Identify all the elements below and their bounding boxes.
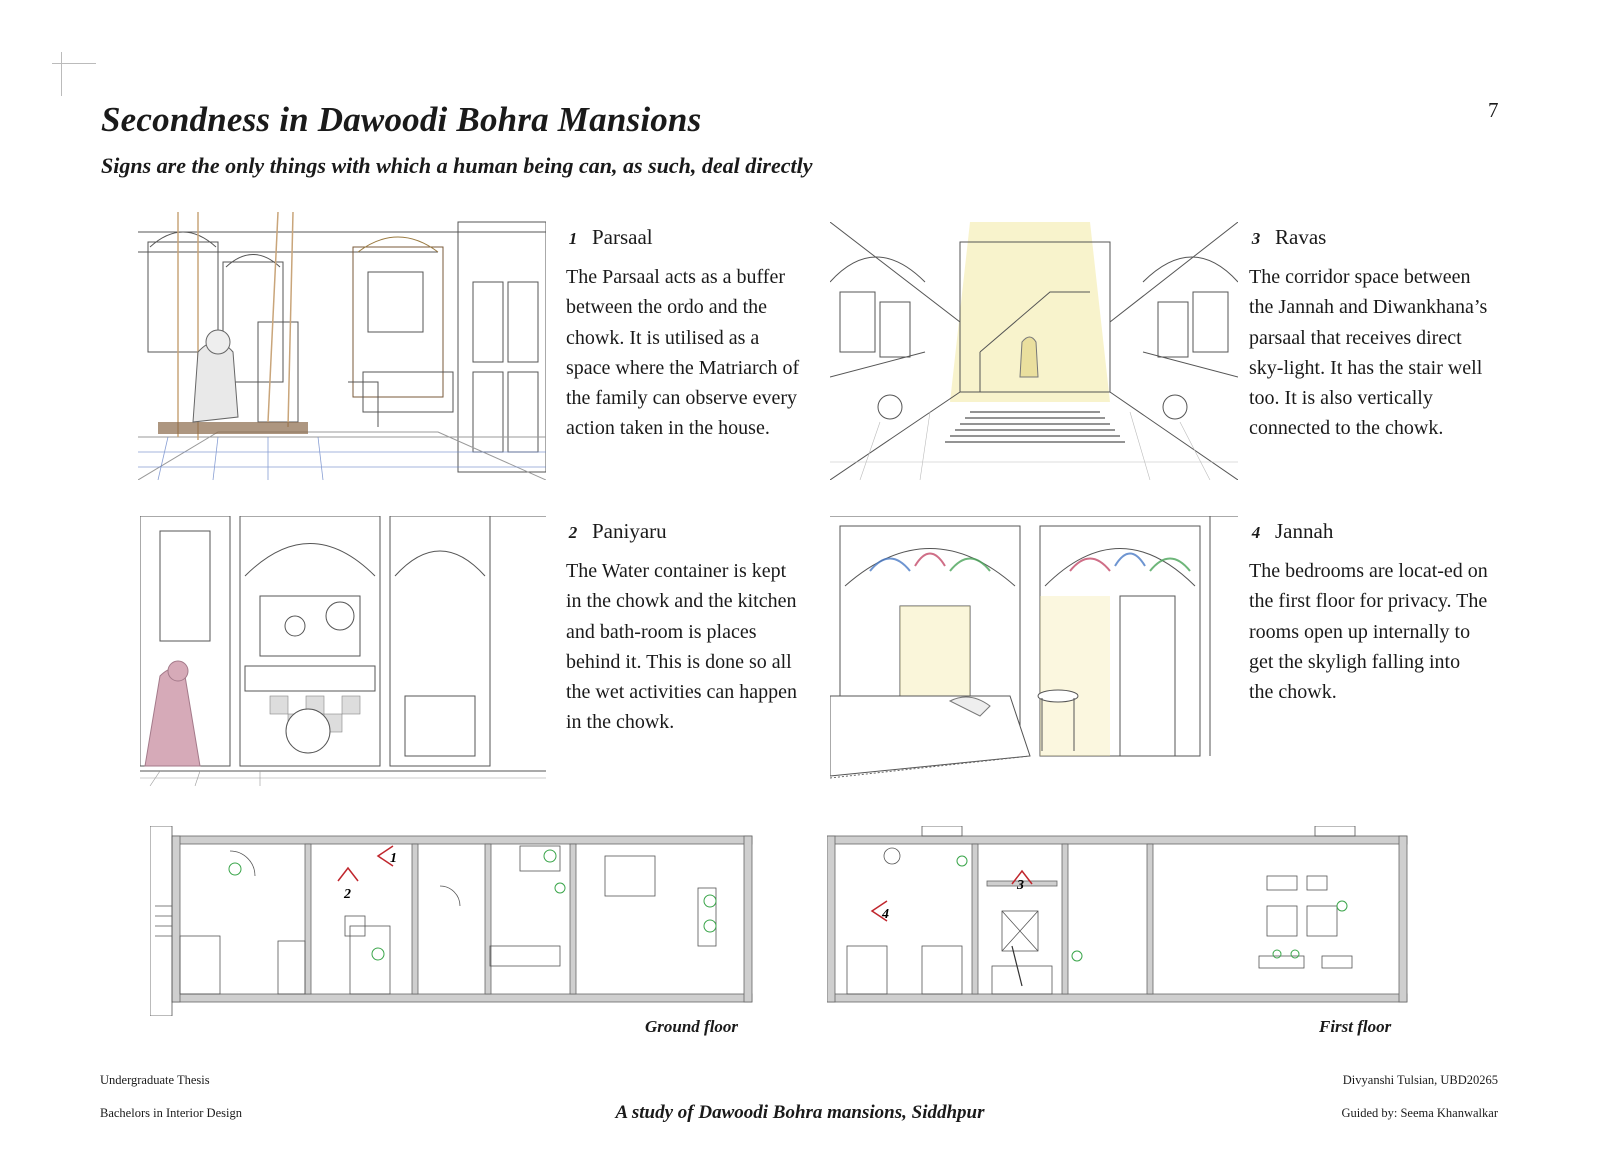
block-title: Parsaal xyxy=(592,225,653,249)
crop-mark-horizontal xyxy=(52,63,96,64)
block-number: 4 xyxy=(1251,523,1261,542)
jannah-illustration xyxy=(830,516,1238,786)
crop-mark-vertical xyxy=(61,52,62,96)
block-number: 2 xyxy=(568,523,578,542)
ground-marker-1: 1 xyxy=(390,851,397,866)
footer-degree: Bachelors in Interior Design xyxy=(100,1106,242,1120)
first-marker-4: 4 xyxy=(881,907,889,922)
block-text: The bedrooms are locat-ed on the first f… xyxy=(1249,560,1488,704)
block-paniyaru: 2 Paniyaru The Water container is kept i… xyxy=(566,519,806,738)
block-title: Ravas xyxy=(1275,225,1327,249)
block-number: 3 xyxy=(1251,229,1261,248)
block-text: The Water container is kept in the chowk… xyxy=(566,560,798,734)
footer-author: Divyanshi Tulsian, UBD20265 xyxy=(1342,1073,1498,1087)
parsaal-illustration xyxy=(138,212,546,480)
first-marker-3: 3 xyxy=(1016,878,1024,893)
footer-guide: Guided by: Seema Khanwalkar xyxy=(1341,1106,1498,1120)
ground-floor-caption: Ground floor xyxy=(645,1017,739,1036)
block-jannah: 4 Jannah The bedrooms are locat-ed on th… xyxy=(1249,519,1489,707)
page-subtitle: Signs are the only things with which a h… xyxy=(101,153,813,178)
page-number: 7 xyxy=(1488,98,1499,122)
footer-study-title: A study of Dawoodi Bohra mansions, Siddh… xyxy=(615,1102,985,1123)
block-ravas: 3 Ravas The corridor space between the J… xyxy=(1249,225,1489,444)
ground-marker-2: 2 xyxy=(343,887,351,902)
block-number: 1 xyxy=(568,229,578,248)
paniyaru-illustration xyxy=(140,516,546,786)
block-title: Jannah xyxy=(1275,519,1334,543)
page-title: Secondness in Dawoodi Bohra Mansions xyxy=(101,100,702,139)
first-floor-caption: First floor xyxy=(1319,1017,1392,1036)
footer-thesis: Undergraduate Thesis xyxy=(100,1073,210,1087)
block-parsaal: 1 Parsaal The Parsaal acts as a buffer b… xyxy=(566,225,806,444)
block-text: The Parsaal acts as a buffer between the… xyxy=(566,266,800,440)
ground-floor-plan: 1 2 xyxy=(150,826,760,1016)
first-floor-plan: 4 3 xyxy=(827,826,1417,1016)
block-text: The corridor space between the Jannah an… xyxy=(1249,266,1488,440)
ravas-illustration xyxy=(830,222,1238,480)
block-title: Paniyaru xyxy=(592,519,667,543)
